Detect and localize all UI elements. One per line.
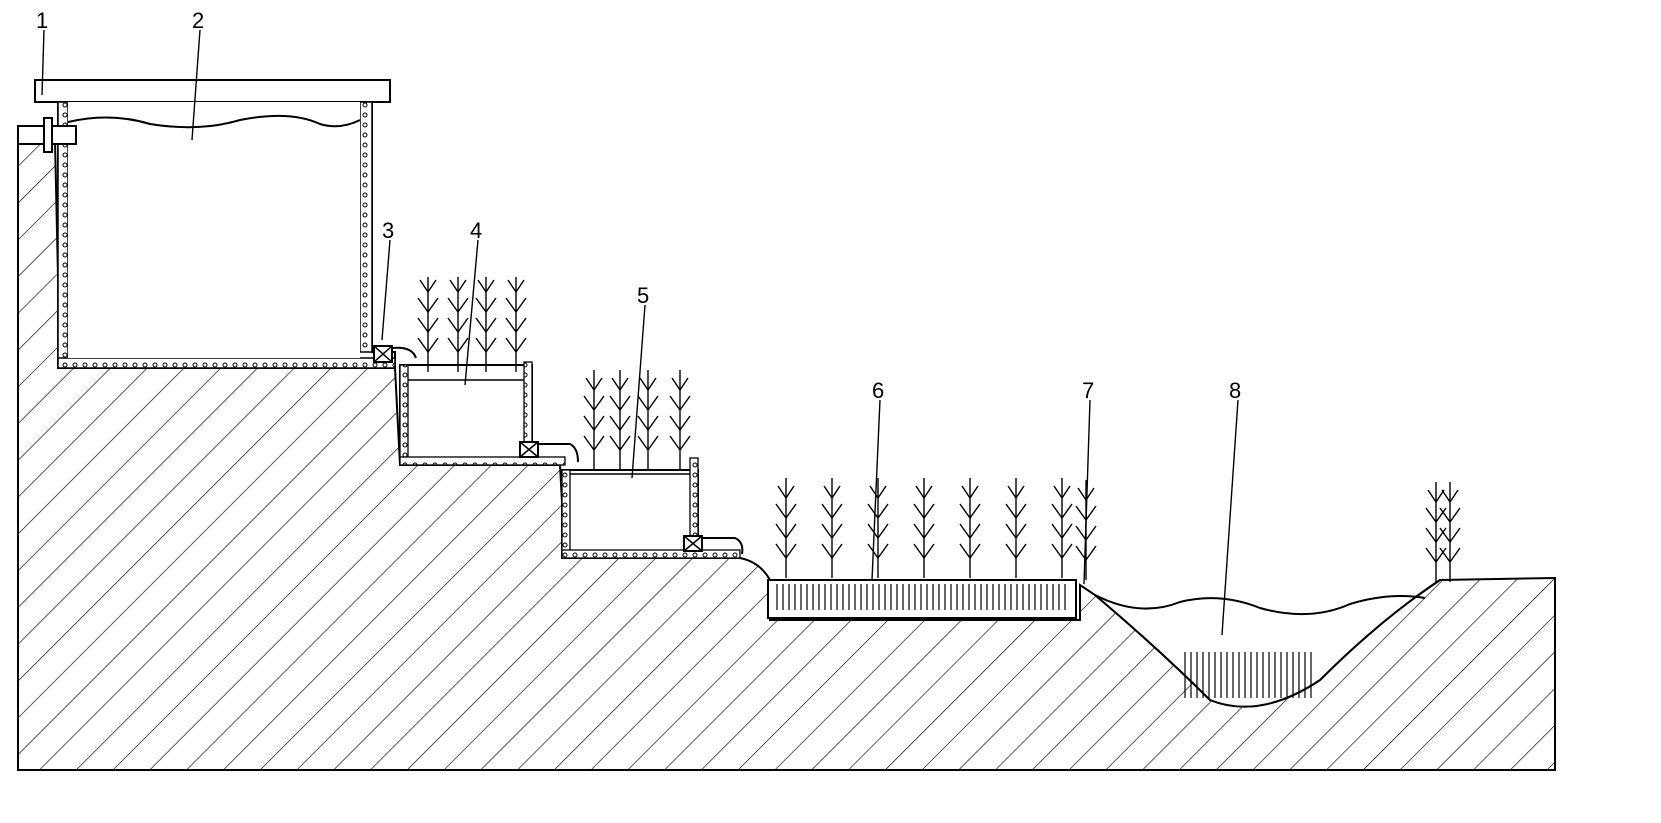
reed-plant — [609, 370, 631, 470]
label-4: 4 — [470, 218, 482, 243]
reed-plant — [583, 370, 605, 470]
label-7: 7 — [1082, 378, 1094, 403]
subsurface-bed — [767, 579, 1077, 619]
plants — [417, 277, 1461, 582]
inlet-pipe — [17, 117, 77, 153]
reed-plant — [417, 277, 439, 372]
pond-roots — [1182, 652, 1312, 698]
label-5: 5 — [637, 283, 649, 308]
label-8: 8 — [1229, 378, 1241, 403]
labels: 1 2 3 4 5 6 7 8 — [36, 8, 1241, 403]
reed-plant — [505, 277, 527, 372]
storage-tank — [17, 79, 417, 369]
reed-plant — [775, 478, 797, 578]
reed-plant — [913, 478, 935, 578]
reed-plant — [1425, 482, 1447, 582]
outlet-valve — [373, 345, 417, 363]
label-1: 1 — [36, 8, 48, 33]
reed-plant — [447, 277, 469, 372]
reed-plant — [821, 478, 843, 578]
leader-lines — [41, 29, 1239, 636]
valve-4 — [519, 441, 579, 463]
valve-5 — [683, 535, 744, 555]
reed-plant — [1005, 478, 1027, 578]
label-6: 6 — [872, 378, 884, 403]
reed-plant — [637, 370, 659, 470]
reed-plant — [1439, 482, 1461, 582]
reed-plant — [669, 370, 691, 470]
reed-plant — [867, 478, 889, 578]
tank-lid — [34, 79, 391, 103]
pond-water-surface — [1094, 594, 1426, 616]
reed-plant — [959, 478, 981, 578]
wetland-cell-5 — [561, 457, 744, 559]
reed-plant — [475, 277, 497, 372]
reed-plant — [1051, 478, 1073, 578]
water-surface — [67, 114, 361, 129]
label-2: 2 — [192, 8, 204, 33]
wetland-cell-4 — [399, 361, 579, 466]
pond — [1094, 579, 1441, 708]
label-3: 3 — [382, 218, 394, 243]
